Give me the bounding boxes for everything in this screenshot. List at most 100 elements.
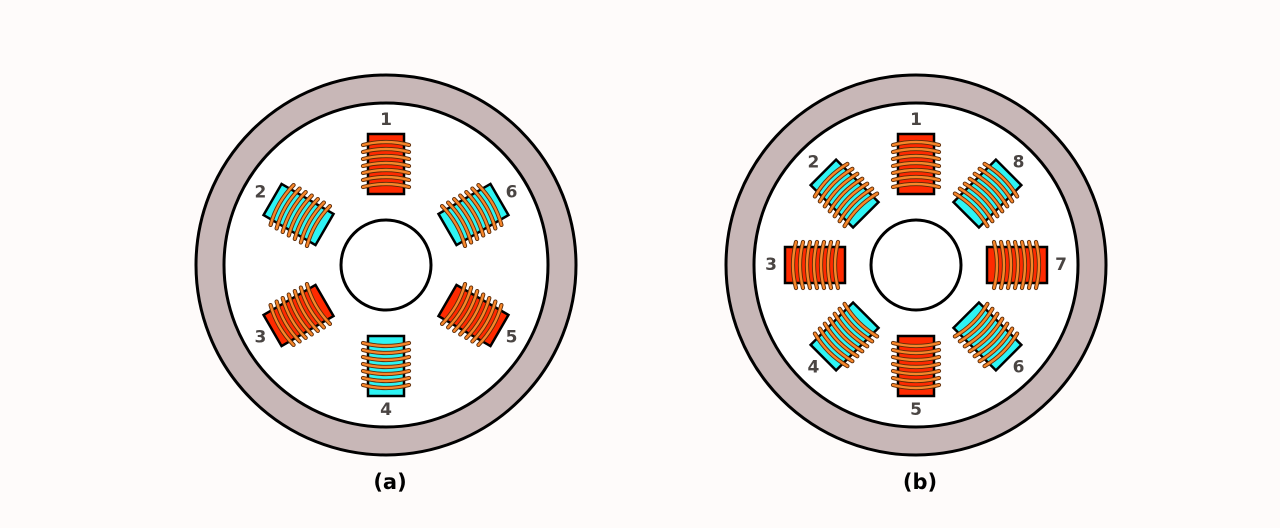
diagram-a-pole-2-winding [287,194,313,237]
diagram-a-pole-1 [360,132,412,196]
diagram-b-pole-8 [951,157,1024,230]
diagram-b-pole-1-winding [891,182,941,189]
diagram-b-pole-6-winding [978,327,1014,363]
diagram-b-pole-6-winding [953,302,989,338]
diagram-a-pole-label-2: 2 [255,183,267,203]
diagram-b-pole-3-winding [791,240,798,290]
diagram-b-pole-6-winding [983,332,1019,368]
diagram-b-pole-5 [890,334,942,398]
diagram-b-pole-3-winding [805,240,812,290]
diagram-a-pole-label-6: 6 [506,183,518,203]
diagram-a-pole-6-winding [446,201,473,244]
diagram-a-pole-2-winding [269,183,295,227]
diagram-b-pole-4-winding [838,307,874,343]
diagram-b-pole-2-winding [823,172,859,208]
diagram-b-pole-4-winding [843,302,879,338]
diagram-a-pole-label-4: 4 [380,400,392,420]
diagram-b-pole-1-winding [891,161,941,168]
diagram-a-pole-4-winding [361,383,411,390]
diagram-b-pole-label-1: 1 [910,110,922,130]
diagram-b-pole-4-winding [828,317,864,353]
diagram-a-pole-6-winding [465,190,491,234]
diagram-b-pole-2 [808,157,881,230]
diagram-a-pole-6 [436,182,511,249]
diagram-b-pole-3-winding [812,240,819,290]
diagram-a-pole-6-winding [459,194,485,237]
diagram-b-pole-4-winding [833,312,869,348]
diagram-a-pole-3-winding [281,296,307,340]
diagram-b-pole-2-winding [833,182,869,218]
diagram-b-pole-1-winding [891,175,941,182]
diagram-b-pole-8-winding [973,172,1009,208]
diagram-b-caption: (b) [903,470,937,494]
diagram-b-pole-label-8: 8 [1013,152,1025,172]
diagram-b-pole-5-winding [891,362,941,369]
diagram-b-pole-3-winding [798,240,805,290]
diagram-a-pole-1-winding [361,182,411,189]
diagram-b-pole-5-winding [891,341,941,348]
diagram-b-pole-8-winding [963,182,999,218]
diagram-b-pole-5-winding [891,376,941,383]
diagram-b-pole-label-3: 3 [765,255,777,275]
diagram-a-pole-2-winding [281,190,307,234]
diagram-b-pole-3-winding [819,240,826,290]
diagram-b-pole-4-winding [823,322,859,358]
diagram-a-pole-3-winding [275,300,301,343]
diagram-b-pole-label-6: 6 [1013,358,1025,378]
diagram-b-pole-6-winding [968,317,1004,353]
diagram-b-pole-1 [890,132,942,196]
diagram-a-pole-6-winding [440,204,467,248]
diagram-b-pole-label-5: 5 [910,400,922,420]
diagram-a-pole-5-winding [477,303,503,347]
diagram-a-pole-6-winding [477,183,503,227]
diagram-b-pole-label-4: 4 [808,358,820,378]
diagram-a-pole-1-winding [361,147,411,154]
diagram-a-pole-1-winding [361,175,411,182]
diagram-a-pole-3-winding [305,282,332,326]
diagram-a-pole-4-winding [361,376,411,383]
diagram-b-rotor-hub [869,218,963,312]
diagram-a-pole-2 [261,182,336,249]
diagram-a-pole-label-5: 5 [506,328,518,348]
diagram-a-pole-label-3: 3 [255,328,267,348]
stator-diagram-b: 1 2 3 4 5 6 7 8 (b) [724,73,1108,494]
diagram-a-pole-3-winding [287,293,313,336]
diagram-a-caption: (a) [373,470,406,494]
diagram-a-pole-1-winding [361,161,411,168]
diagram-b-pole-7-winding [999,240,1006,290]
diagram-a-pole-4-winding [361,362,411,369]
diagram-a-pole-5-winding [465,296,491,340]
diagram-b-pole-label-2: 2 [808,152,820,172]
diagram-b-pole-1-winding [891,147,941,154]
diagram-b-pole-1-winding [891,168,941,175]
diagram-b-pole-7-winding [1034,240,1041,290]
diagram-a-pole-label-1: 1 [380,110,392,130]
diagram-b-pole-7-winding [1020,240,1027,290]
diagram-a-pole-5-winding [440,282,467,326]
diagram-b-pole-7-winding [992,240,999,290]
diagram-b-pole-7-winding [1013,240,1020,290]
diagram-a-pole-5-winding [471,300,497,343]
diagram-a-pole-4 [360,334,412,398]
diagram-b-pole-8-winding [978,167,1014,203]
diagram-a-pole-1-winding [361,154,411,161]
diagram-b-pole-7 [985,239,1049,291]
diagram-b-pole-2-winding [828,177,864,213]
diagram-b-pole-6 [951,300,1024,373]
diagram-a-pole-1-winding [361,140,411,147]
diagram-b-pole-4-winding [813,332,849,368]
diagram-a-pole-5-winding [452,289,479,333]
diagram-a-pole-2-winding [305,204,332,248]
diagram-a-pole-2-winding [293,197,320,241]
diagram-b-pole-6-winding [958,307,994,343]
diagram-b-pole-label-7: 7 [1055,255,1067,275]
diagram-a-pole-5-winding [459,293,485,336]
diagram-b-pole-5-winding [891,355,941,362]
diagram-a-pole-4-winding [361,348,411,355]
diagram-b-pole-6-winding [973,322,1009,358]
diagram-b-pole-3-winding [826,240,833,290]
diagram-a-pole-4-winding [361,355,411,362]
diagram-b-pole-8-winding [958,187,994,223]
diagram-a-pole-3 [261,281,336,348]
diagram-a-pole-6-winding [471,187,497,230]
